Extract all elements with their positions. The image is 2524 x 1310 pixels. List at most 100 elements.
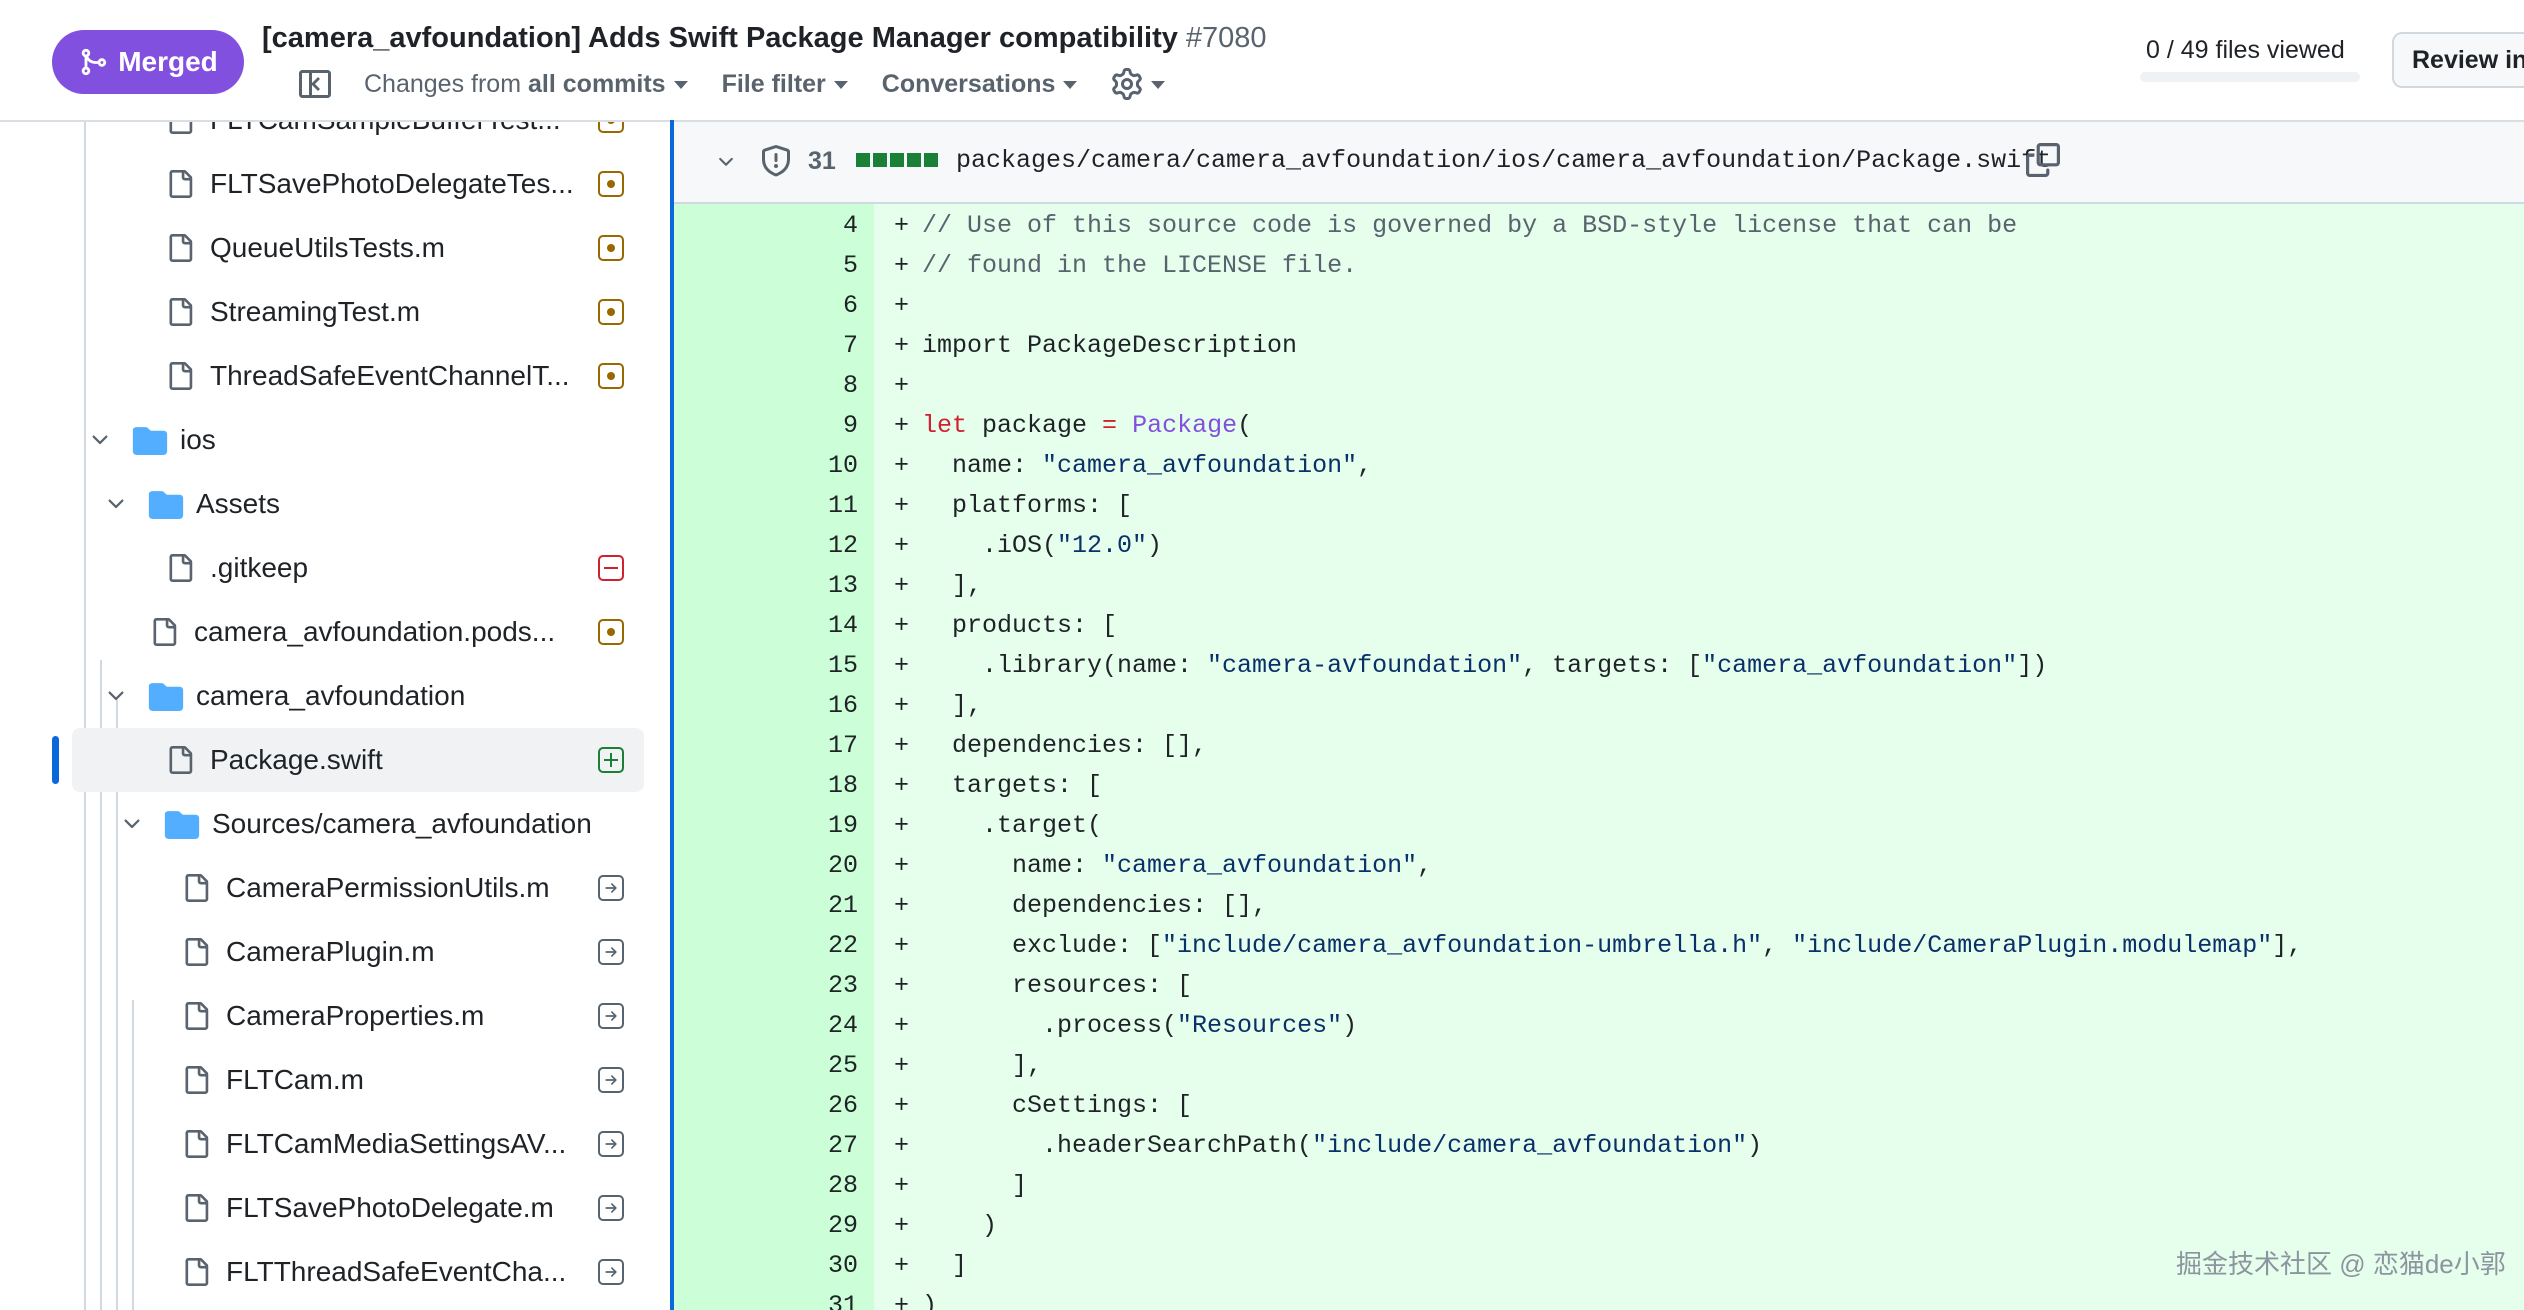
modified-status-icon <box>598 619 624 645</box>
line-number[interactable]: 11 <box>827 491 858 520</box>
file-icon <box>169 298 193 326</box>
line-number[interactable]: 10 <box>827 451 858 480</box>
code-text: cSettings: [ <box>922 1086 1192 1126</box>
line-number[interactable]: 27 <box>827 1131 858 1160</box>
line-number[interactable]: 6 <box>842 291 858 320</box>
line-number[interactable]: 24 <box>827 1011 858 1040</box>
line-number[interactable]: 18 <box>827 771 858 800</box>
tree-item-label: CameraPermissionUtils.m <box>226 872 550 903</box>
copy-icon[interactable] <box>2026 142 2060 178</box>
file-filter-dropdown[interactable]: File filter <box>722 70 848 99</box>
code-token: name: <box>922 451 1043 480</box>
line-number[interactable]: 28 <box>827 1171 858 1200</box>
addition-marker: + <box>894 251 910 280</box>
line-number[interactable]: 16 <box>827 691 858 720</box>
tree-item-label: FLTSavePhotoDelegateTes... <box>210 168 574 199</box>
line-number[interactable]: 14 <box>827 611 858 640</box>
addition-marker: + <box>894 1091 910 1120</box>
tree-file-row[interactable]: CameraPermissionUtils.m <box>0 856 672 920</box>
diff-line: 22+ exclude: ["include/camera_avfoundati… <box>674 926 2524 966</box>
tree-folder-row[interactable]: camera_avfoundation <box>0 664 672 728</box>
chevron-down-icon[interactable] <box>104 492 128 516</box>
code-text: // found in the LICENSE file. <box>922 246 1357 286</box>
code-text: name: "camera_avfoundation", <box>922 446 1372 486</box>
line-number[interactable]: 31 <box>827 1291 858 1310</box>
addition-marker: + <box>894 1011 910 1040</box>
chevron-down-icon[interactable] <box>88 428 112 452</box>
diff-settings-dropdown[interactable] <box>1111 68 1166 100</box>
sidebar-toggle-button[interactable] <box>296 65 334 103</box>
tree-indent-guide <box>116 700 118 1310</box>
addition-marker: + <box>894 291 910 320</box>
chevron-down-icon[interactable] <box>714 151 738 173</box>
code-token: ] <box>922 1251 968 1280</box>
line-number[interactable]: 22 <box>827 931 858 960</box>
line-number[interactable]: 29 <box>827 1211 858 1240</box>
code-token: , targets: [ <box>1522 651 1703 680</box>
line-number[interactable]: 20 <box>827 851 858 880</box>
line-number[interactable]: 19 <box>827 811 858 840</box>
sidebar-collapse-icon <box>299 70 331 98</box>
changes-from-dropdown[interactable]: Changes from all commits <box>364 70 688 99</box>
chevron-down-icon[interactable] <box>120 812 144 836</box>
tree-file-row[interactable]: FLTSavePhotoDelegateTes... <box>0 152 672 216</box>
code-token: "include/camera_avfoundation" <box>1312 1131 1748 1160</box>
tree-file-row[interactable]: CameraPlugin.m <box>0 920 672 984</box>
file-icon <box>185 1130 209 1158</box>
line-number[interactable]: 7 <box>842 331 858 360</box>
code-token: "12.0" <box>1057 531 1148 560</box>
line-number[interactable]: 12 <box>827 531 858 560</box>
diff-file-path[interactable]: packages/camera/camera_avfoundation/ios/… <box>956 146 2052 175</box>
tree-item-label: ThreadSafeEventChannelT... <box>210 360 570 391</box>
code-token: = <box>1102 411 1118 440</box>
addition-marker: + <box>894 451 910 480</box>
line-number[interactable]: 13 <box>827 571 858 600</box>
line-number[interactable]: 23 <box>827 971 858 1000</box>
code-token: "Resources" <box>1177 1011 1343 1040</box>
line-number[interactable]: 21 <box>827 891 858 920</box>
line-number[interactable]: 4 <box>842 211 858 240</box>
tree-folder-row[interactable]: Sources/camera_avfoundation <box>0 792 672 856</box>
conversations-dropdown[interactable]: Conversations <box>882 70 1078 99</box>
chevron-down-icon[interactable] <box>104 684 128 708</box>
panel-resize-handle[interactable] <box>670 120 674 1310</box>
tree-file-row[interactable]: FLTCamSampleBufferTest... <box>0 120 672 152</box>
tree-file-row[interactable]: camera_avfoundation.pods... <box>0 600 672 664</box>
addition-marker: + <box>894 1291 910 1310</box>
tree-file-row[interactable]: FLTCamMediaSettingsAV... <box>0 1112 672 1176</box>
tree-file-row[interactable]: CameraProperties.m <box>0 984 672 1048</box>
line-number[interactable]: 5 <box>842 251 858 280</box>
tree-folder-row[interactable]: ios <box>0 408 672 472</box>
line-number[interactable]: 26 <box>827 1091 858 1120</box>
line-number[interactable]: 25 <box>827 1051 858 1080</box>
code-text: name: "camera_avfoundation", <box>922 846 1432 886</box>
line-number[interactable]: 8 <box>842 371 858 400</box>
tree-file-row[interactable]: QueueUtilsTests.m <box>0 216 672 280</box>
code-token: ) <box>922 1291 938 1310</box>
tree-file-row[interactable]: FLTThreadSafeEventCha... <box>0 1240 672 1304</box>
line-number[interactable]: 30 <box>827 1251 858 1280</box>
review-changes-button[interactable]: Review in <box>2392 32 2524 88</box>
tree-file-row[interactable]: .gitkeep <box>0 536 672 600</box>
line-number[interactable]: 17 <box>827 731 858 760</box>
tree-item-label: .gitkeep <box>210 552 309 583</box>
selected-row-marker <box>52 736 59 784</box>
tree-file-row[interactable]: FLTCam.m <box>0 1048 672 1112</box>
diff-line: 17+ dependencies: [], <box>674 726 2524 766</box>
caret-down-icon <box>1063 81 1078 89</box>
line-number[interactable]: 15 <box>827 651 858 680</box>
tree-file-row[interactable]: ThreadSafeEventChannelT... <box>0 344 672 408</box>
tree-file-row[interactable]: FLTSavePhotoDelegate.m <box>0 1176 672 1240</box>
tree-file-row[interactable]: Package.swift <box>0 728 672 792</box>
tree-file-row[interactable]: StreamingTest.m <box>0 280 672 344</box>
line-number[interactable]: 9 <box>842 411 858 440</box>
modified-status-icon <box>598 299 624 325</box>
addition-marker: + <box>894 211 910 240</box>
diff-line: 14+ products: [ <box>674 606 2524 646</box>
diff-line: 11+ platforms: [ <box>674 486 2524 526</box>
addition-marker: + <box>894 811 910 840</box>
tree-folder-row[interactable]: Assets <box>0 472 672 536</box>
pr-title: [camera_avfoundation] Adds Swift Package… <box>262 22 1267 55</box>
code-text: let package = Package( <box>922 406 1252 446</box>
tree-item-label: FLTCamSampleBufferTest... <box>210 120 561 136</box>
